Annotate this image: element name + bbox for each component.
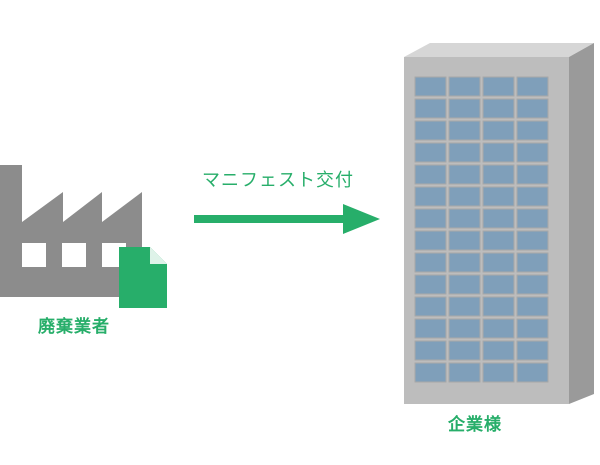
building-window	[414, 142, 447, 163]
building-window	[482, 142, 515, 163]
building-window	[516, 340, 549, 361]
building-window	[414, 340, 447, 361]
building-window	[414, 318, 447, 339]
building-window	[516, 362, 549, 383]
arrow-label: マニフェスト交付	[202, 170, 354, 191]
building-window	[448, 340, 481, 361]
building-window	[448, 142, 481, 163]
building-window	[448, 186, 481, 207]
building-window	[448, 76, 481, 97]
building-window	[448, 274, 481, 295]
building-window	[414, 208, 447, 229]
building-window	[482, 296, 515, 317]
building-window	[414, 274, 447, 295]
building-window	[482, 186, 515, 207]
building-window	[414, 76, 447, 97]
document-icon	[119, 247, 167, 308]
building-window	[448, 208, 481, 229]
building-window	[482, 76, 515, 97]
building-window	[516, 98, 549, 119]
building-window	[482, 340, 515, 361]
building-window	[482, 208, 515, 229]
building-window	[414, 230, 447, 251]
building-window	[482, 120, 515, 141]
building-window	[482, 230, 515, 251]
building-window	[448, 230, 481, 251]
building-window	[414, 362, 447, 383]
arrow-right-icon	[194, 204, 380, 234]
building-window	[516, 142, 549, 163]
building-window	[516, 318, 549, 339]
building-window	[516, 120, 549, 141]
building-window	[482, 318, 515, 339]
building-window	[448, 318, 481, 339]
building-window	[516, 252, 549, 273]
building-window	[448, 120, 481, 141]
building-window	[448, 252, 481, 273]
building-window	[482, 252, 515, 273]
building-window	[414, 252, 447, 273]
sender-label: 廃棄業者	[38, 317, 110, 337]
building-window	[516, 164, 549, 185]
office-building-icon	[404, 43, 594, 404]
building-windows	[414, 76, 549, 383]
receiver-label: 企業様	[448, 415, 502, 435]
building-window	[516, 76, 549, 97]
building-window	[448, 296, 481, 317]
building-window	[516, 186, 549, 207]
building-window	[414, 98, 447, 119]
building-window	[414, 186, 447, 207]
building-window	[482, 362, 515, 383]
building-window	[448, 98, 481, 119]
building-window	[516, 274, 549, 295]
building-window	[414, 164, 447, 185]
building-window	[516, 296, 549, 317]
building-window	[516, 208, 549, 229]
building-window	[414, 120, 447, 141]
building-window	[448, 362, 481, 383]
building-window	[482, 164, 515, 185]
building-window	[516, 230, 549, 251]
building-window	[448, 164, 481, 185]
building-window	[482, 274, 515, 295]
building-window	[414, 296, 447, 317]
building-window	[482, 98, 515, 119]
